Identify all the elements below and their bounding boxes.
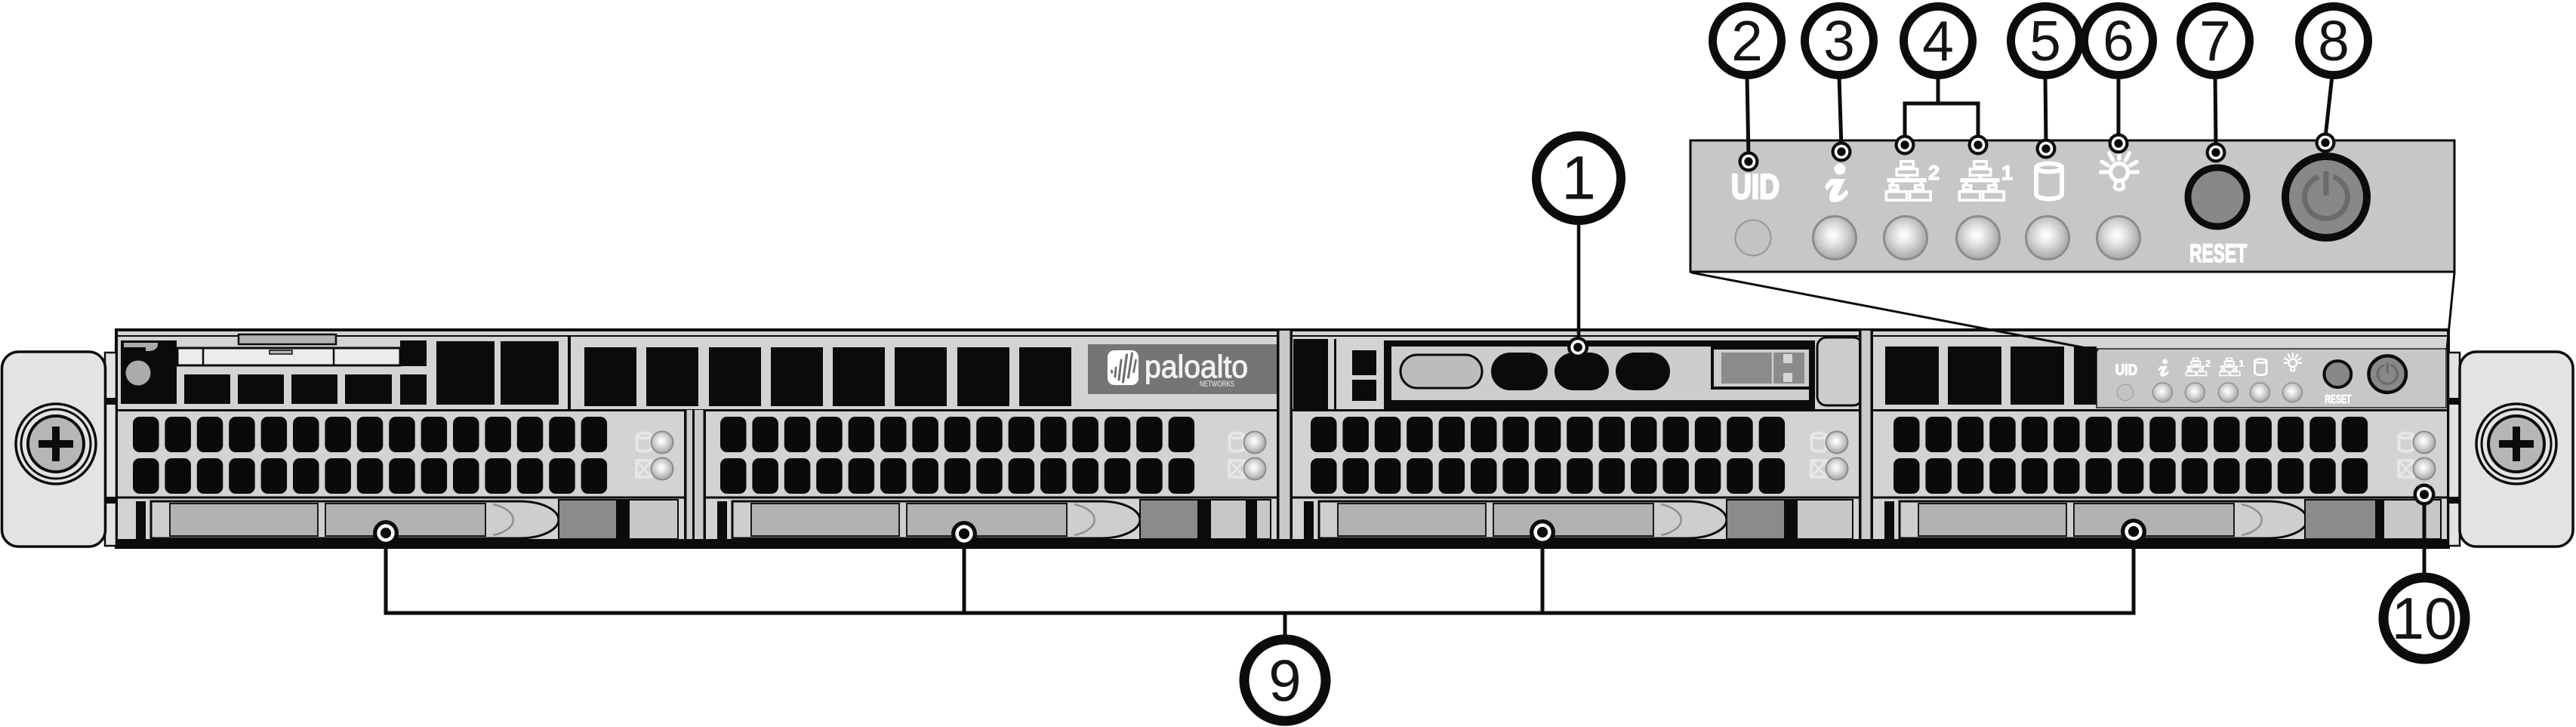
svg-text:6: 6 [2103,9,2134,72]
svg-text:2: 2 [1731,9,1763,72]
svg-text:8: 8 [2318,9,2350,72]
svg-text:1: 1 [1561,144,1596,213]
svg-text:5: 5 [2029,9,2061,72]
svg-text:10: 10 [2392,585,2457,652]
svg-text:4: 4 [1922,9,1954,72]
svg-text:9: 9 [1268,647,1301,713]
svg-text:NETWORKS: NETWORKS [1200,380,1234,389]
svg-text:7: 7 [2199,9,2231,72]
svg-text:paloalto: paloalto [1145,349,1248,384]
svg-text:3: 3 [1823,9,1855,72]
